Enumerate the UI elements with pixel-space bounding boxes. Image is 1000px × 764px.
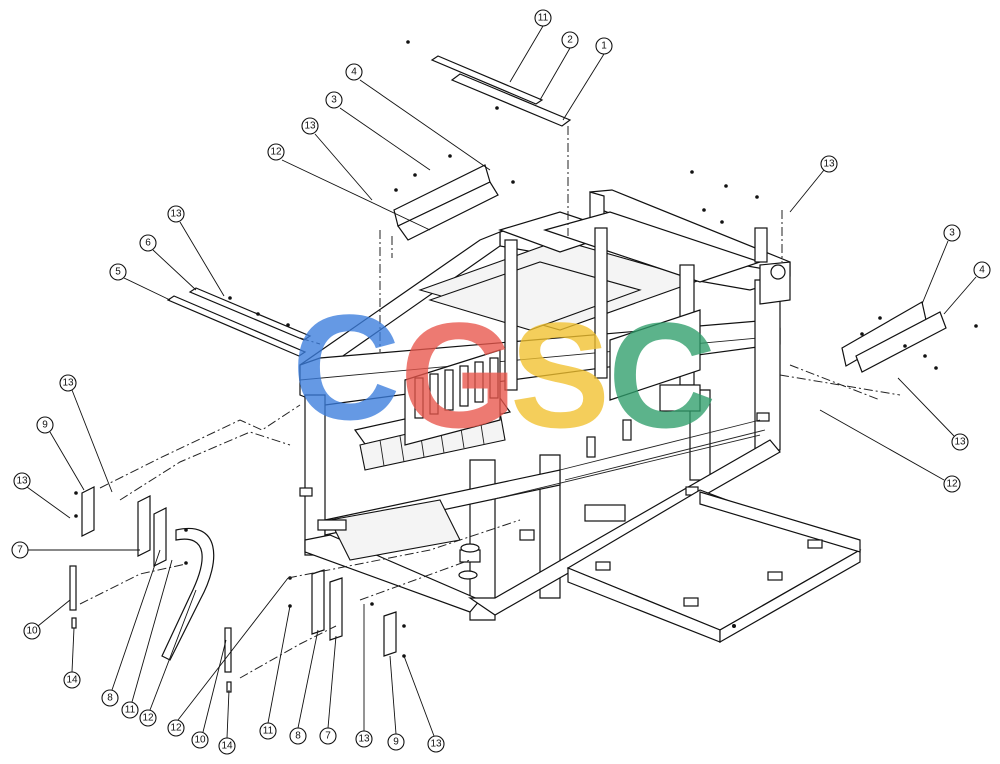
- assembly-lines: [79, 126, 901, 679]
- part-7-9-left-brackets: [69, 486, 167, 629]
- svg-text:12: 12: [170, 723, 182, 734]
- svg-text:8: 8: [107, 693, 113, 704]
- svg-text:13: 13: [954, 437, 966, 448]
- watermark-letter-c2: C: [608, 291, 716, 459]
- svg-text:14: 14: [66, 675, 78, 686]
- part-13-right-small-bracket: [754, 227, 768, 263]
- svg-text:13: 13: [16, 476, 28, 487]
- main-frame: [299, 189, 791, 621]
- callout-c31: 13: [355, 604, 373, 748]
- svg-text:8: 8: [295, 731, 301, 742]
- svg-text:11: 11: [263, 726, 274, 737]
- svg-text:4: 4: [979, 265, 985, 276]
- svg-text:12: 12: [946, 479, 958, 490]
- callout-c1: 11: [509, 9, 552, 83]
- callout-c2: 2: [539, 31, 579, 101]
- svg-text:10: 10: [26, 626, 38, 637]
- callout-c27: 14: [218, 689, 236, 755]
- callout-c12: 3: [921, 224, 961, 305]
- callout-c3: 1: [562, 37, 613, 121]
- callout-c8: 13: [167, 205, 225, 297]
- svg-text:13: 13: [170, 209, 182, 220]
- part-8-curved-guide: [161, 527, 215, 661]
- watermark: C G S C: [292, 283, 716, 459]
- part-2-top-bar: [430, 55, 544, 105]
- callout-c10: 5: [109, 263, 171, 301]
- callout-c11: 13: [789, 155, 838, 213]
- part-5-6-left-bars: [166, 287, 312, 357]
- svg-text:5: 5: [115, 267, 121, 278]
- svg-text:1: 1: [601, 41, 607, 52]
- svg-text:13: 13: [304, 121, 316, 132]
- svg-text:6: 6: [145, 238, 151, 249]
- svg-text:14: 14: [221, 741, 233, 752]
- part-3-4-right-plates: [841, 301, 947, 373]
- callout-c33: 13: [403, 655, 445, 753]
- callout-c6: 13: [301, 117, 373, 201]
- svg-text:3: 3: [331, 95, 337, 106]
- callout-c30: 7: [319, 635, 337, 745]
- callouts: 11 2 1 4 3 13 12 13 6 5 13 3 4 13 12 13 …: [11, 9, 991, 755]
- callout-c26: 10: [191, 639, 227, 749]
- callout-c29: 8: [289, 629, 319, 745]
- callout-c7: 12: [267, 143, 431, 231]
- part-3-upper-left-plate: [393, 164, 499, 241]
- callout-c15: 12: [819, 409, 961, 493]
- callout-c5: 3: [325, 91, 431, 171]
- svg-text:3: 3: [949, 228, 955, 239]
- svg-text:13: 13: [358, 734, 370, 745]
- part-7-9-bottom-brackets: [224, 569, 397, 693]
- svg-text:9: 9: [42, 420, 48, 431]
- callout-c24: 12: [139, 589, 197, 727]
- watermark-letter-g: G: [400, 291, 517, 459]
- svg-text:11: 11: [125, 705, 136, 716]
- svg-text:2: 2: [567, 35, 573, 46]
- fastener-dots: [74, 40, 978, 658]
- svg-text:4: 4: [351, 67, 357, 78]
- svg-text:13: 13: [62, 378, 74, 389]
- svg-text:12: 12: [142, 713, 154, 724]
- svg-text:7: 7: [17, 545, 23, 556]
- svg-text:10: 10: [194, 735, 206, 746]
- callout-c22: 8: [101, 549, 161, 707]
- callout-c25: 12: [167, 577, 289, 737]
- callout-c19: 7: [11, 541, 140, 559]
- callout-c21: 14: [63, 627, 81, 689]
- callout-c13: 4: [943, 261, 991, 315]
- callout-c20: 10: [23, 599, 71, 640]
- callout-c32: 9: [387, 655, 405, 751]
- svg-text:12: 12: [270, 147, 282, 158]
- part-1-top-bar: [450, 73, 572, 127]
- callout-c9: 6: [139, 234, 197, 291]
- callout-c28: 11: [259, 605, 291, 740]
- svg-text:13: 13: [430, 739, 442, 750]
- outfeed-tray: [566, 489, 862, 644]
- svg-text:11: 11: [538, 13, 549, 24]
- svg-text:13: 13: [823, 159, 835, 170]
- watermark-letter-s: S: [510, 291, 610, 459]
- callout-c17: 9: [36, 416, 85, 491]
- callout-c23: 11: [121, 559, 173, 719]
- callout-c16: 13: [59, 374, 113, 493]
- callout-c14: 13: [897, 377, 969, 451]
- svg-text:7: 7: [325, 731, 331, 742]
- svg-text:9: 9: [393, 737, 399, 748]
- sorting-fins: [414, 357, 499, 419]
- watermark-letter-c1: C: [292, 283, 400, 451]
- callout-c4: 4: [345, 63, 491, 171]
- callout-c18: 13: [13, 472, 71, 519]
